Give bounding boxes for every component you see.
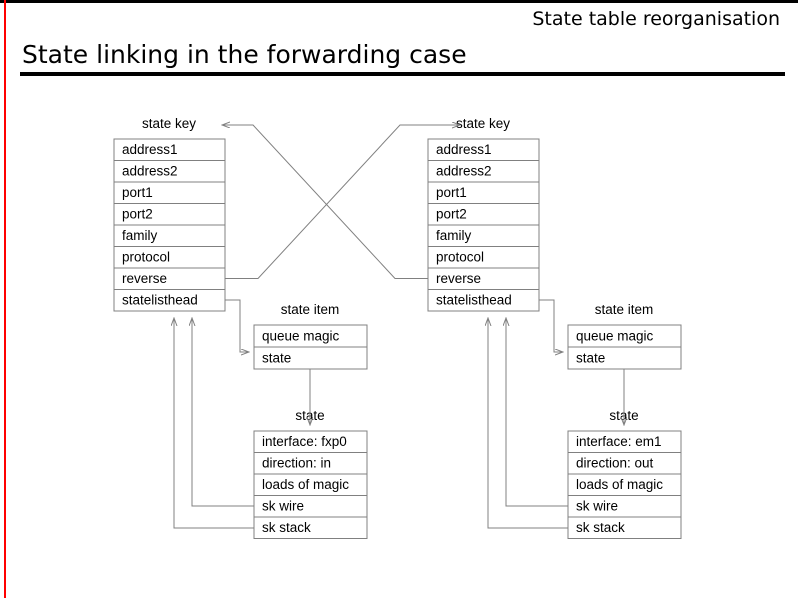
table-cell: address1 [122,142,178,157]
table-cell: port1 [122,185,153,200]
table-cell: statelisthead [436,293,512,308]
table-cell: protocol [122,250,170,265]
left-state-table: interface: fxp0 direction: in loads of m… [253,430,368,539]
table-cell: interface: em1 [576,434,662,449]
table-cell: address2 [122,164,178,179]
link-left-skstack-to-statelisthead [174,318,254,529]
table-cell: state [262,351,291,366]
table-cell: sk wire [576,499,618,514]
link-right-reverse-to-left-key [222,125,428,279]
left-state-item-table: queue magic state [253,324,368,370]
table-cell: direction: in [262,456,331,471]
table-cell: family [122,228,158,243]
table-cell: state [576,351,605,366]
table-cell: statelisthead [122,293,198,308]
right-state-item-table: queue magic state [567,324,682,370]
table-cell: family [436,228,472,243]
link-right-skstack-to-statelisthead [488,318,568,529]
left-state-key-table: address1 address2 port1 port2 family pro… [113,138,226,312]
table-cell: sk stack [262,520,311,535]
top-rule [0,0,798,3]
link-left-reverse-to-right-key [225,125,460,279]
left-accent-rule [4,0,6,598]
header-note: State table reorganisation [532,8,780,30]
table-cell: address2 [436,164,492,179]
right-state-item-caption: state item [595,302,654,317]
table-cell: queue magic [262,329,340,344]
left-state-item-caption: state item [281,302,340,317]
table-cell: interface: fxp0 [262,434,347,449]
table-cell: sk stack [576,520,625,535]
table-cell: port2 [436,207,467,222]
table-cell: direction: out [576,456,654,471]
right-state-table: interface: em1 direction: out loads of m… [567,430,682,539]
table-cell: port2 [122,207,153,222]
table-cell: loads of magic [576,477,663,492]
right-state-key-caption: state key [456,116,510,131]
table-cell: reverse [436,271,481,286]
right-state-key-table: address1 address2 port1 port2 family pro… [427,138,540,312]
left-state-key-caption: state key [142,116,196,131]
table-cell: sk wire [262,499,304,514]
link-left-statelisthead-to-item [225,299,249,352]
title-underline [20,72,785,76]
table-cell: protocol [436,250,484,265]
table-cell: queue magic [576,329,654,344]
link-right-skwire-to-statelisthead [506,318,568,507]
table-cell: reverse [122,271,167,286]
table-cell: loads of magic [262,477,349,492]
link-left-skwire-to-statelisthead [192,318,254,507]
link-right-statelisthead-to-item [539,299,563,352]
page-title: State linking in the forwarding case [22,40,467,69]
table-cell: address1 [436,142,492,157]
table-cell: port1 [436,185,467,200]
